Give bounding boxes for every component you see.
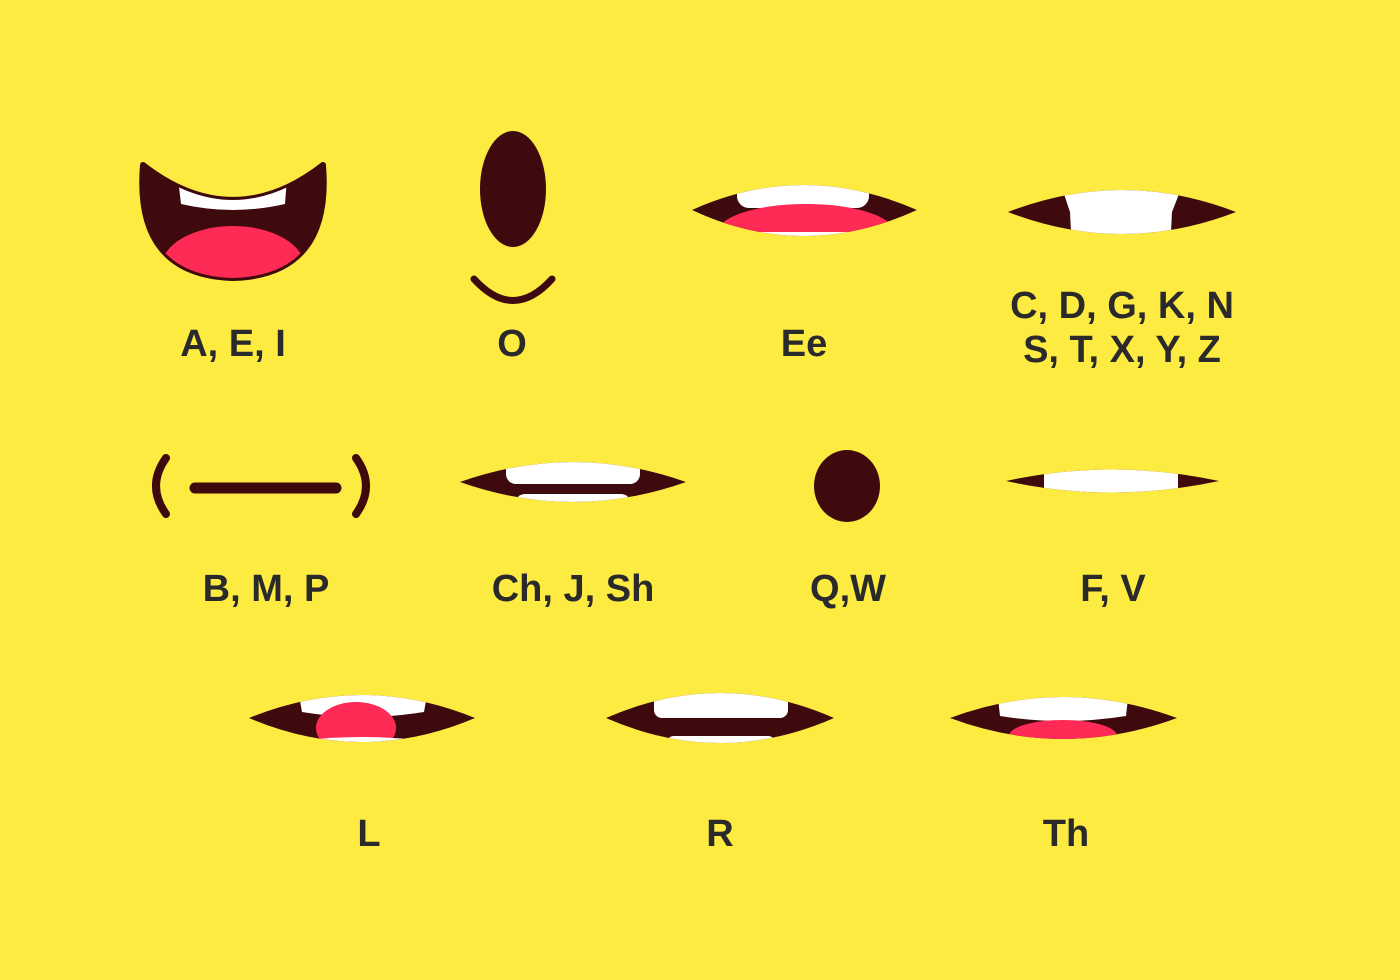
label-aei: A, E, I (180, 323, 286, 365)
label-ee: Ee (780, 323, 828, 365)
mouth-aei-tongue (161, 226, 305, 278)
mouth-qw-icon (814, 450, 880, 522)
mouth-r-icon (606, 693, 834, 743)
mouth-bmp-right-corner (352, 454, 370, 518)
label-cdgk-line-1: C, D, G, K, N (1010, 285, 1234, 327)
mouth-l-icon (249, 695, 475, 742)
mouth-l-upper-teeth (296, 695, 430, 717)
mouth-o-interior (480, 131, 546, 247)
label-qw: Q,W (810, 568, 886, 610)
label-th: Th (1042, 813, 1090, 855)
mouth-o-icon (470, 131, 556, 304)
label-cdgk-line-2: S, T, X, Y, Z (1023, 329, 1221, 371)
mouth-th-upper-teeth (996, 697, 1130, 721)
label-l: L (357, 813, 381, 855)
label-chj: Ch, J, Sh (491, 568, 655, 610)
label-fv: F, V (1080, 568, 1146, 610)
mouth-chj-upper-teeth (506, 462, 640, 484)
label-r: R (706, 813, 734, 855)
mouth-qw-interior (814, 450, 880, 522)
mouth-th-tongue (1009, 720, 1117, 739)
mouth-ee-upper-teeth (737, 185, 869, 208)
mouth-r-upper-teeth (654, 693, 788, 718)
mouth-bmp-icon (152, 454, 370, 518)
mouth-bmp-left-corner (152, 454, 170, 518)
mouth-th-icon (950, 697, 1177, 739)
mouth-ee-icon (692, 185, 917, 236)
label-o: O (497, 323, 527, 365)
label-cdgk: C, D, G, K, N S, T, X, Y, Z (1010, 284, 1234, 372)
mouth-o-chin (470, 275, 556, 304)
mouth-aei-icon (139, 162, 327, 281)
label-bmp: B, M, P (202, 568, 330, 610)
